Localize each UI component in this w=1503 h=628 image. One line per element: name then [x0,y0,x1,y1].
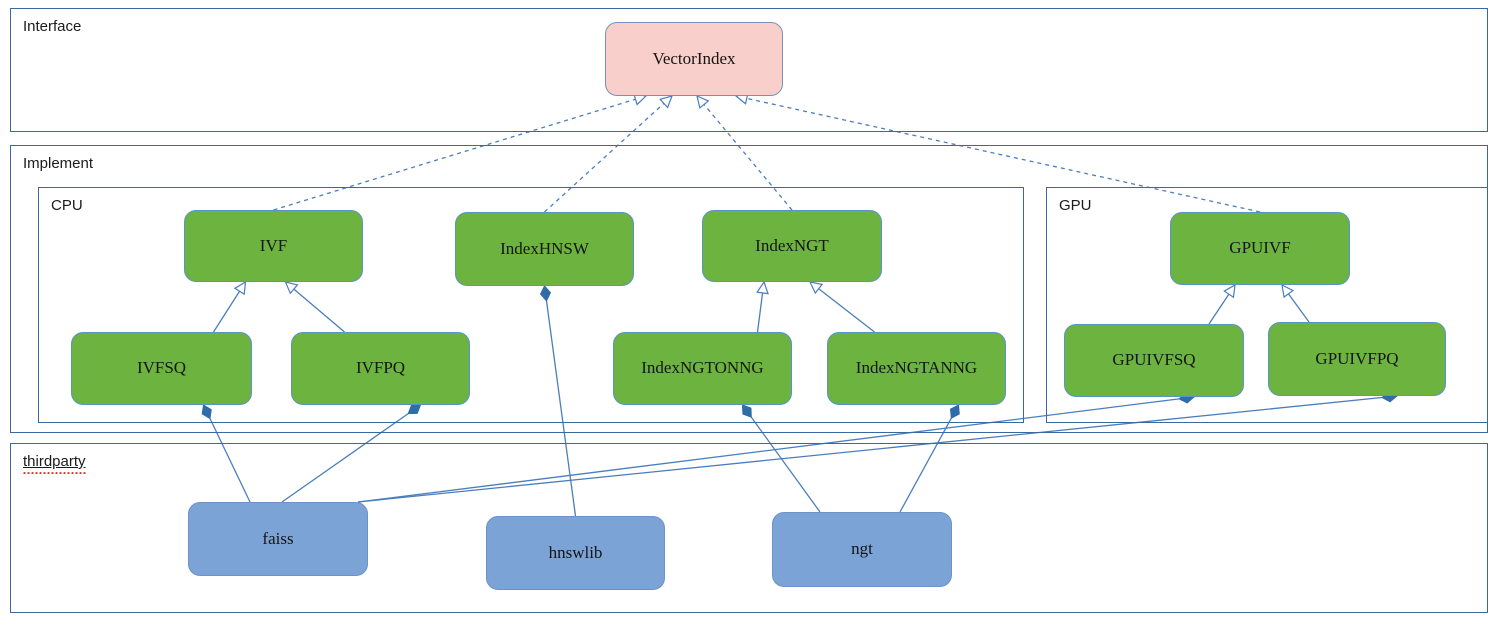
class-node-indexngt[interactable]: IndexNGT [702,210,882,282]
class-node-gpuivfpq[interactable]: GPUIVFPQ [1268,322,1446,396]
package-label-implement: Implement [23,155,94,172]
class-node-label: IndexNGTONNG [641,358,764,378]
class-node-faiss[interactable]: faiss [188,502,368,576]
class-node-ivfsq[interactable]: IVFSQ [71,332,252,405]
class-node-indexngtanng[interactable]: IndexNGTANNG [827,332,1006,405]
class-node-indexhnsw[interactable]: IndexHNSW [455,212,634,286]
class-node-gpuivf[interactable]: GPUIVF [1170,212,1350,285]
class-node-gpuivfsq[interactable]: GPUIVFSQ [1064,324,1244,397]
class-node-hnswlib[interactable]: hnswlib [486,516,665,590]
class-node-label: IVF [259,235,288,255]
class-node-label: faiss [262,528,294,548]
class-node-label: IVFPQ [355,358,406,378]
class-node-label: VectorIndex [652,48,736,68]
class-node-label: IndexNGTANNG [855,358,978,378]
class-node-label: IVFSQ [136,358,187,378]
class-node-label: IndexNGT [755,235,829,255]
package-label-gpu: GPU [1059,197,1092,214]
class-node-label: hnswlib [548,542,603,562]
class-node-label: GPUIVF [1229,238,1291,258]
package-label-cpu: CPU [51,197,83,214]
class-node-ivfpq[interactable]: IVFPQ [291,332,470,405]
class-node-ngt[interactable]: ngt [772,512,952,587]
package-gpu [1046,187,1488,423]
package-label-interface: Interface [23,18,82,35]
class-node-ivf[interactable]: IVF [184,210,363,282]
package-label-thirdparty: thirdparty [23,453,86,474]
class-node-label: ngt [851,539,873,559]
package-thirdparty [10,443,1488,613]
class-node-vectorindex[interactable]: VectorIndex [605,22,783,96]
class-node-label: IndexHNSW [500,238,589,258]
class-node-label: GPUIVFPQ [1315,348,1399,368]
class-node-label: GPUIVFSQ [1112,350,1196,370]
class-node-indexngtonng[interactable]: IndexNGTONNG [613,332,792,405]
package-interface [10,8,1488,132]
package-cpu [38,187,1024,423]
